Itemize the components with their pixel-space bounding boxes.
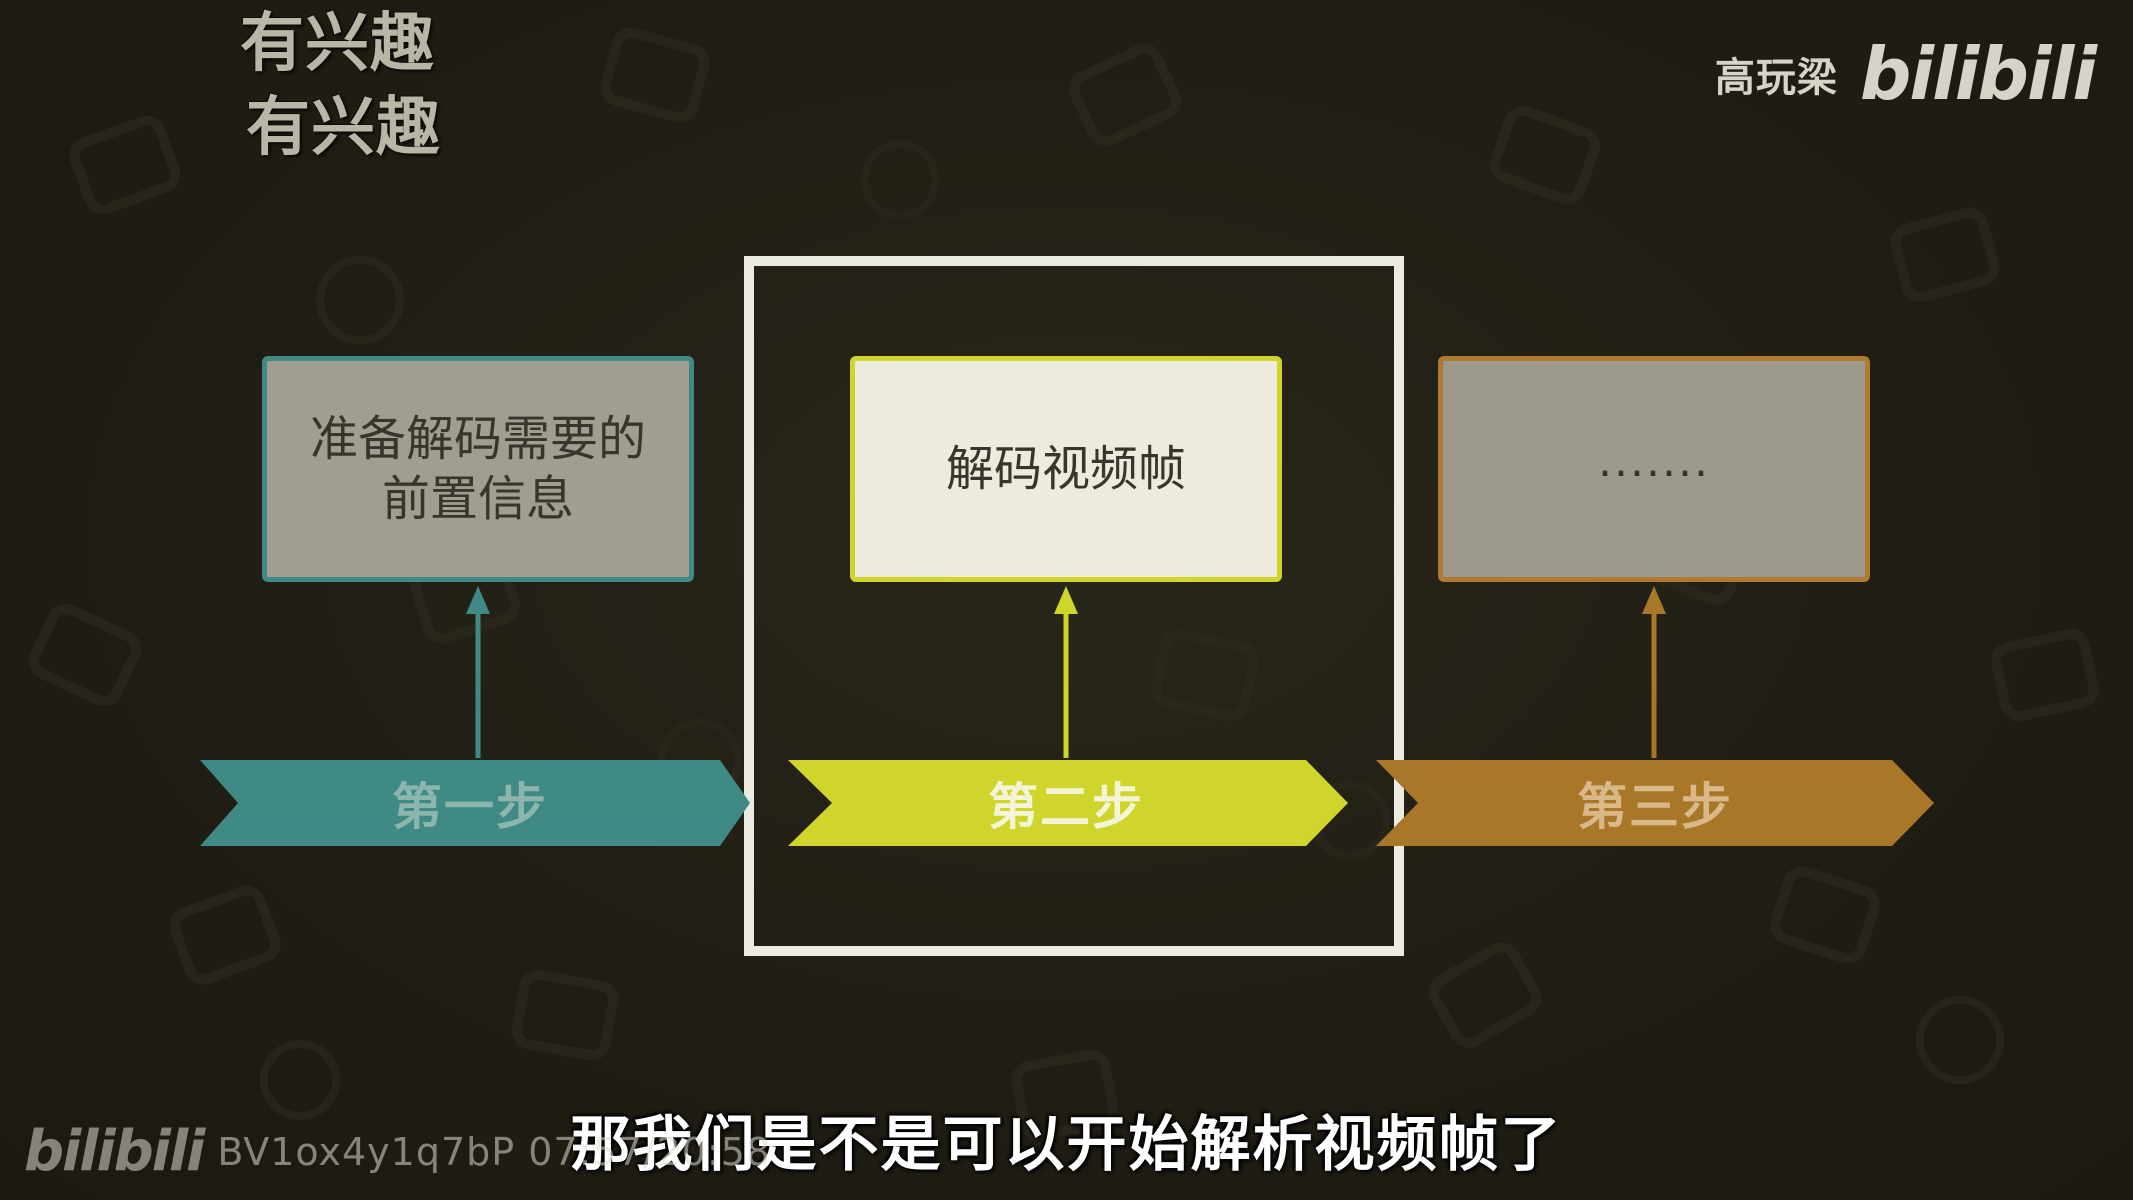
step-1-box-line: 准备解码需要的 xyxy=(309,411,646,467)
step-1-box: 准备解码需要的 前置信息 xyxy=(262,356,694,582)
video-id-watermark: bilibili BV1ox4y1q7bP 07:57/20:58 xyxy=(24,1124,771,1180)
highlight-frame xyxy=(744,256,1404,956)
video-id-timestamp: BV1ox4y1q7bP 07:57/20:58 xyxy=(217,1130,772,1174)
uploader-watermark: 高玩梁 bilibili xyxy=(1714,32,2097,116)
step-1-box-line: 前置信息 xyxy=(381,471,574,527)
uploader-name: 高玩梁 xyxy=(1714,55,1838,101)
step-2-box-line: 解码视频帧 xyxy=(945,441,1186,497)
step-3-box-line: ....... xyxy=(1598,435,1710,487)
video-subtitle: 那我们是不是可以开始解析视频帧了 xyxy=(570,1110,1563,1180)
step-1-label: 第一步 xyxy=(392,778,548,836)
danmaku-comment: 有兴趣 xyxy=(240,7,435,81)
step-2-label: 第二步 xyxy=(988,778,1144,836)
danmaku-comment: 有兴趣 xyxy=(246,91,441,165)
bilibili-logo: bilibili xyxy=(24,1119,205,1184)
step-2-box: 解码视频帧 xyxy=(850,356,1282,582)
step-3-box: ....... xyxy=(1438,356,1870,582)
bilibili-logo: bilibili xyxy=(1859,32,2097,116)
step-3-label: 第三步 xyxy=(1577,778,1733,836)
